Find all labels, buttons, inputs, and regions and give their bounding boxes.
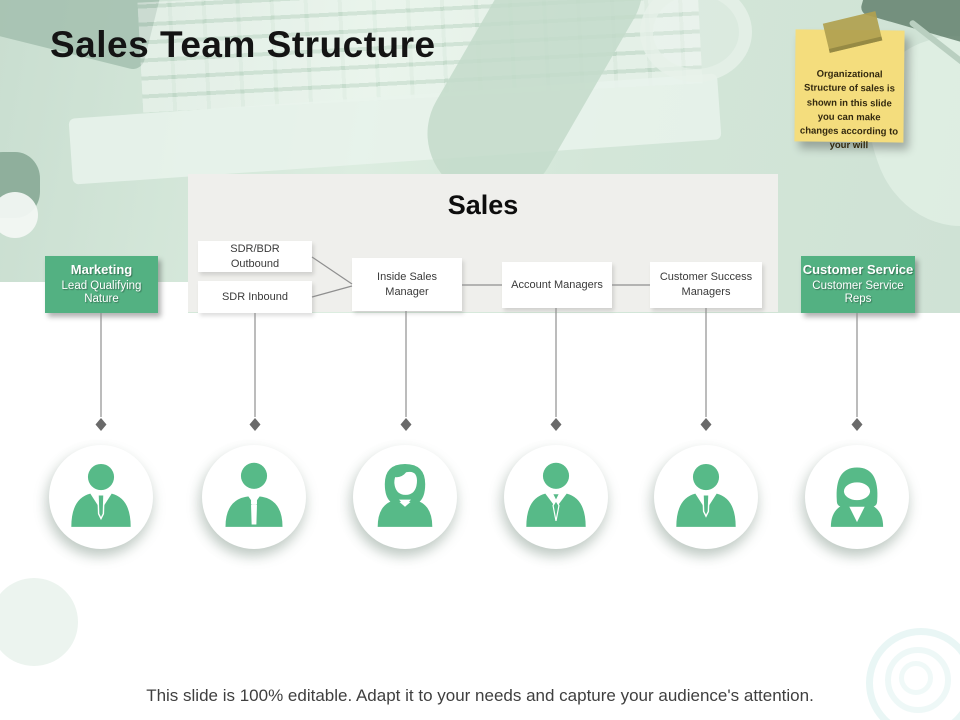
branch-title: Customer Service	[802, 261, 914, 277]
avatar	[49, 445, 153, 549]
avatar	[353, 445, 457, 549]
org-node-label: Account Managers	[511, 278, 603, 291]
sticky-note: Organizational Structure of sales is sho…	[794, 11, 905, 151]
avatar	[805, 445, 909, 549]
org-node-sdr-bdr-outbound: SDR/BDR Outbound	[198, 241, 312, 272]
avatar	[504, 445, 608, 549]
sales-group-label: Sales	[447, 190, 519, 220]
branch-node-customer-service: Customer Service Customer Service Reps	[801, 256, 915, 313]
avatar	[654, 445, 758, 549]
org-node-account-managers: Account Managers	[502, 262, 612, 308]
male-tie-person-icon	[225, 462, 283, 527]
coffee-cup-shape	[640, 0, 752, 82]
page-title: Sales Team Structure	[50, 24, 436, 65]
branch-subtitle: Lead Qualifying Nature	[61, 279, 142, 306]
mug-shape	[0, 192, 38, 238]
diamond-arrowhead-icons	[95, 418, 863, 431]
branch-title: Marketing	[70, 261, 133, 277]
org-node-label: Inside Sales Manager	[377, 270, 437, 298]
male-suit-person-icon	[71, 463, 131, 527]
branch-node-marketing: Marketing Lead Qualifying Nature	[45, 256, 158, 313]
org-node-inside-sales-manager: Inside Sales Manager	[352, 258, 462, 311]
swirl-watermark-icon	[866, 628, 960, 720]
branch-subtitle: Customer Service Reps	[812, 279, 904, 306]
org-node-customer-success-managers: Customer Success Managers	[650, 262, 762, 308]
male-suit-person-icon	[676, 463, 736, 527]
pale-circle-decoration	[0, 578, 78, 666]
avatar	[202, 445, 306, 549]
org-node-label: Customer Success Managers	[659, 271, 753, 298]
org-node-sdr-inbound: SDR Inbound	[198, 281, 312, 313]
org-node-label: SDR/BDR Outbound	[230, 242, 280, 270]
org-node-label: SDR Inbound	[221, 290, 289, 303]
footer-text: This slide is 100% editable. Adapt it to…	[146, 686, 814, 705]
female-bob-person-icon	[830, 467, 884, 527]
female-person-icon	[377, 463, 433, 527]
male-suit-tie-person-icon	[526, 462, 586, 527]
